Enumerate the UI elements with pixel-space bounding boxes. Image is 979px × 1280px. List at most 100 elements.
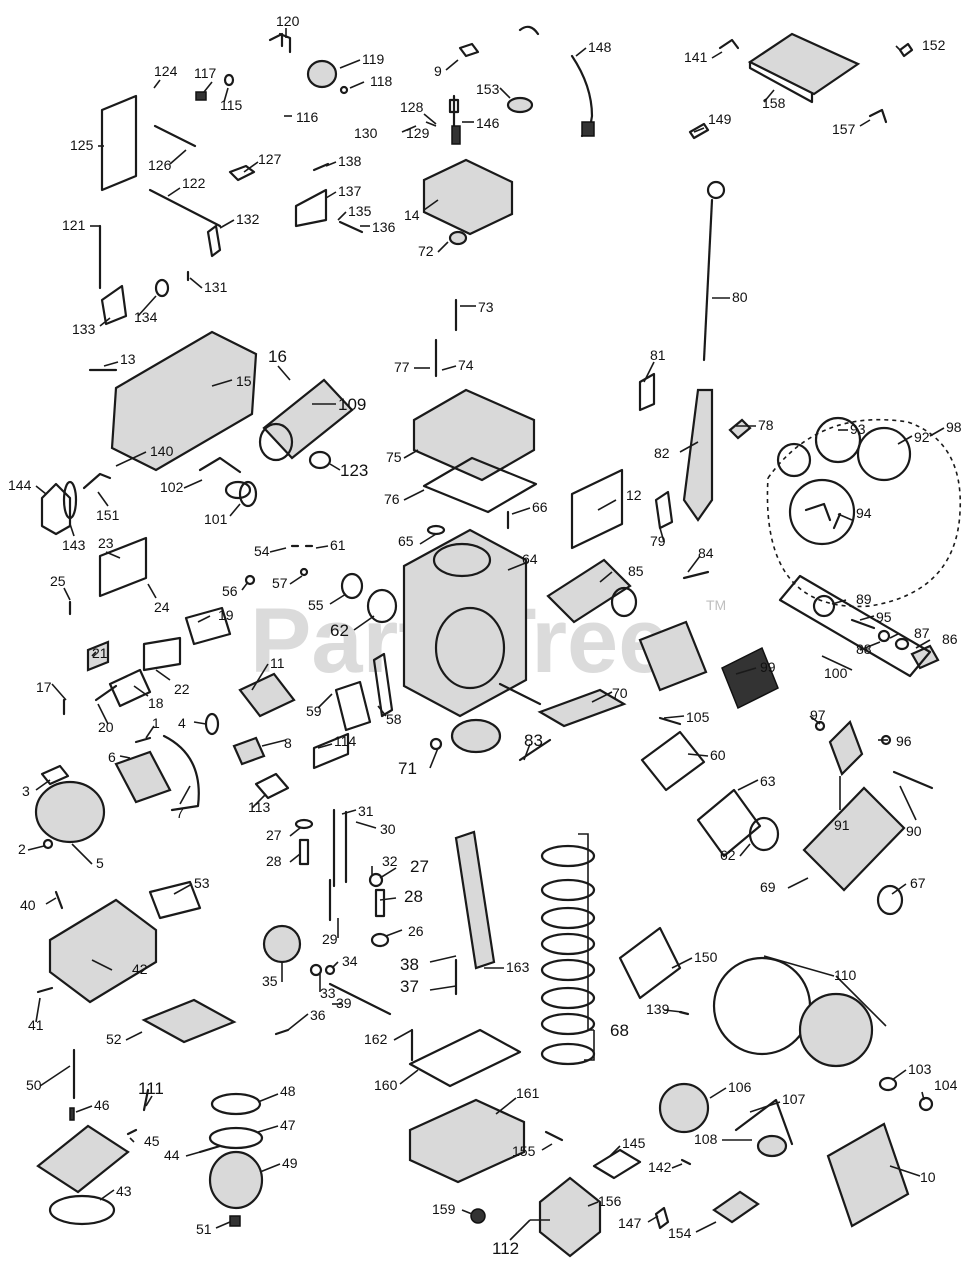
watermark-trademark: TM — [706, 597, 726, 613]
part-shroud-10 — [826, 1122, 910, 1228]
callout-87: 87 — [914, 625, 930, 641]
part-oil-pan-161 — [408, 1098, 526, 1184]
part-washer-57 — [299, 567, 309, 577]
part-o-ring-43 — [48, 1194, 116, 1226]
part-lever-133 — [100, 284, 128, 326]
part-plate-3 — [40, 764, 70, 786]
callout-105: 105 — [686, 709, 710, 725]
callout-70: 70 — [612, 685, 628, 701]
part-clip-152 — [898, 42, 914, 58]
callout-145: 145 — [622, 1135, 646, 1151]
callout-139: 139 — [646, 1001, 670, 1017]
part-bracket-outline-100 — [778, 574, 932, 678]
callout-37: 37 — [400, 977, 419, 996]
callout-142: 142 — [648, 1159, 672, 1175]
callout-118: 118 — [370, 73, 393, 89]
callout-97: 97 — [810, 707, 826, 723]
callout-85: 85 — [628, 563, 644, 579]
part-blower-housing-7 — [162, 734, 200, 812]
callout-78: 78 — [758, 417, 774, 433]
callout-31: 31 — [358, 803, 374, 819]
part-elbow-102 — [198, 456, 242, 474]
part-nut-104 — [918, 1096, 934, 1112]
part-screw-117 — [195, 91, 207, 101]
part-bracket-107 — [734, 1098, 794, 1146]
callout-111: 111 — [138, 1079, 164, 1098]
callout-28a: 28 — [266, 853, 282, 869]
callout-15: 15 — [236, 373, 252, 389]
callout-108: 108 — [694, 1131, 718, 1147]
part-piston-71 — [450, 718, 502, 754]
callout-9: 9 — [434, 63, 442, 79]
part-magneto-150 — [618, 926, 682, 1000]
part-pin-105 — [658, 716, 682, 726]
callout-12: 12 — [626, 487, 642, 503]
part-washer-33 — [309, 963, 323, 977]
callout-84: 84 — [698, 545, 714, 561]
callout-135: 135 — [348, 203, 372, 219]
part-connecting-rod-163 — [454, 830, 496, 970]
callout-5: 5 — [96, 855, 104, 871]
callout-73: 73 — [478, 299, 494, 315]
callout-58: 58 — [386, 711, 402, 727]
part-spring-94 — [804, 502, 842, 530]
callout-81: 81 — [650, 347, 666, 363]
callout-123: 123 — [340, 461, 368, 480]
part-starter-drive-85 — [610, 586, 638, 618]
part-starter-motor-85 — [546, 558, 632, 624]
callout-69: 69 — [760, 879, 776, 895]
part-camshaft-gear-35 — [262, 924, 302, 964]
part-bracket-114 — [312, 732, 350, 770]
callout-148: 148 — [588, 39, 612, 55]
callout-122: 122 — [182, 175, 206, 191]
callout-128: 128 — [400, 99, 424, 115]
part-gasket-44 — [198, 1144, 222, 1154]
part-clip-149 — [688, 122, 710, 140]
callout-68: 68 — [610, 1021, 629, 1040]
part-gasket-19 — [184, 606, 232, 646]
part-screw-135 — [338, 220, 364, 234]
callout-130: 130 — [354, 125, 378, 141]
callout-101: 101 — [204, 511, 228, 527]
callout-126: 126 — [148, 157, 172, 173]
callout-152: 152 — [922, 37, 946, 53]
callout-114: 114 — [334, 733, 357, 749]
part-link-138 — [312, 162, 330, 172]
callout-119: 119 — [362, 51, 385, 67]
callout-95: 95 — [876, 609, 892, 625]
part-spark-plug-body-146 — [451, 125, 461, 145]
part-carburetor-42 — [48, 898, 158, 1004]
callout-48: 48 — [280, 1083, 296, 1099]
callout-46: 46 — [94, 1097, 110, 1113]
callout-89: 89 — [856, 591, 872, 607]
callout-7: 7 — [176, 805, 184, 821]
part-flywheel-nut-91 — [828, 720, 864, 776]
part-dipstick-tube-82 — [682, 388, 714, 522]
callout-55: 55 — [308, 597, 324, 613]
callout-113: 113 — [248, 799, 271, 815]
callout-27a: 27 — [266, 827, 282, 843]
callout-133: 133 — [72, 321, 96, 337]
callout-27b: 27 — [410, 857, 429, 876]
part-retainer-26 — [370, 932, 390, 948]
callout-16: 16 — [268, 347, 287, 366]
callout-86: 86 — [942, 631, 958, 647]
callout-57: 57 — [272, 575, 288, 591]
callout-102: 102 — [160, 479, 184, 495]
callout-137: 137 — [338, 183, 362, 199]
callout-79: 79 — [650, 533, 666, 549]
part-screw-142 — [680, 1158, 692, 1166]
callout-134: 134 — [134, 309, 158, 325]
part-air-cleaner-base-15 — [110, 330, 258, 472]
callout-138: 138 — [338, 153, 362, 169]
part-elbow-end-102 — [224, 480, 252, 500]
callout-163: 163 — [506, 959, 530, 975]
callout-116: 116 — [296, 109, 319, 125]
callout-43: 43 — [116, 1183, 132, 1199]
part-bracket-151 — [82, 472, 112, 490]
part-governor-119 — [306, 59, 338, 89]
callout-106: 106 — [728, 1079, 752, 1095]
callout-22: 22 — [174, 681, 190, 697]
part-plate-11 — [238, 672, 296, 718]
